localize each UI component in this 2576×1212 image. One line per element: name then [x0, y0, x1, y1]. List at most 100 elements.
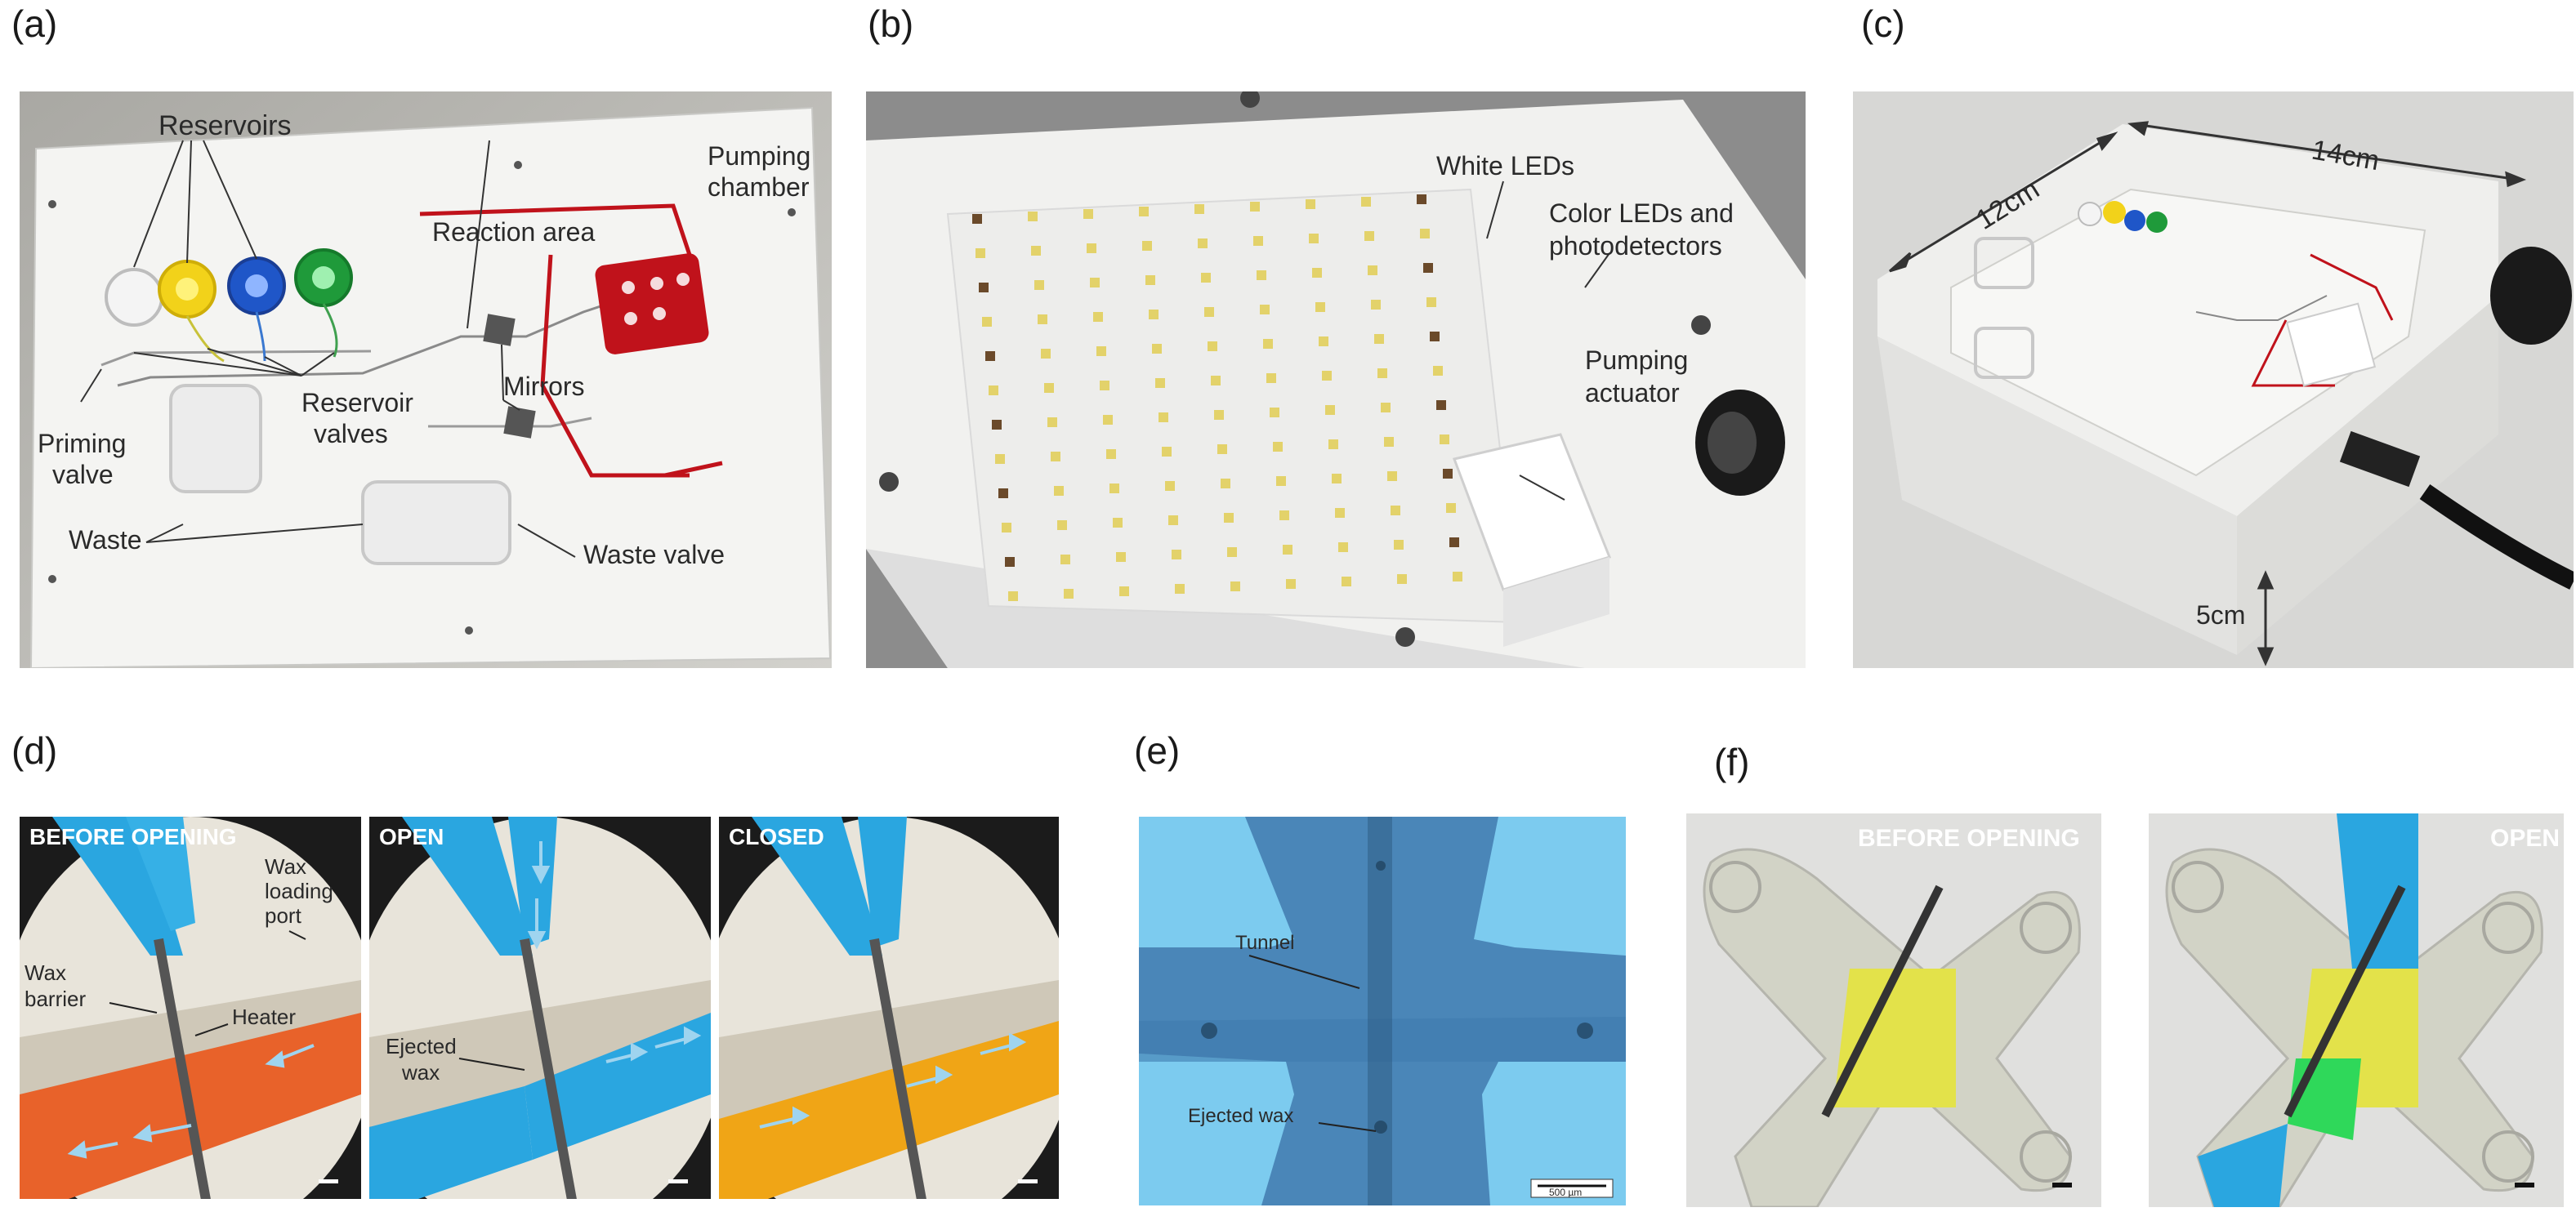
panel-label-a: (a) [11, 2, 58, 45]
frame-title-before-opening: BEFORE OPENING [29, 824, 237, 849]
led [1224, 513, 1234, 523]
led [1201, 273, 1211, 283]
label-wax-barrier-1: Wax [25, 960, 66, 985]
led [1250, 202, 1260, 212]
label-reservoir-valves-1: Reservoir [301, 388, 413, 417]
led [1420, 229, 1430, 238]
photo-microfluidic-chip: Reservoirs Reaction area Pumping chamber… [20, 91, 832, 668]
photo-device-box: 12cm 14cm 5cm [1853, 91, 2574, 668]
led [1145, 275, 1155, 285]
led [1257, 270, 1266, 280]
panel-label-d: (d) [11, 729, 58, 772]
led [1083, 209, 1093, 219]
led [1279, 510, 1289, 520]
led [1087, 243, 1096, 253]
label-ejected-wax-2: wax [401, 1060, 440, 1085]
led [1139, 207, 1149, 216]
led [1306, 199, 1315, 209]
led [1384, 437, 1394, 447]
led [1051, 452, 1060, 461]
led [1214, 410, 1224, 420]
led-grid [972, 194, 1462, 601]
led [1449, 537, 1459, 547]
led [1008, 591, 1018, 601]
led [1315, 302, 1325, 312]
led [1031, 246, 1041, 256]
photo-valve-closed: CLOSED [719, 817, 1059, 1199]
led [1260, 305, 1270, 314]
led [1119, 586, 1129, 596]
label-dim-5cm: 5cm [2196, 600, 2245, 630]
led [1211, 376, 1221, 385]
frame-title-closed: CLOSED [729, 824, 824, 849]
label-waste: Waste [69, 525, 142, 555]
label-white-leds: White LEDs [1436, 151, 1574, 180]
frame-title-f-before: BEFORE OPENING [1858, 825, 2080, 852]
led [1397, 574, 1407, 584]
frame-title-open: OPEN [379, 824, 444, 849]
label-reservoirs: Reservoirs [158, 110, 291, 141]
box-front-c [1877, 336, 2237, 655]
led [1002, 523, 1011, 532]
label-wax-barrier-2: barrier [25, 987, 86, 1011]
label-ejected-wax-e: Ejected wax [1188, 1105, 1293, 1127]
led [1159, 412, 1168, 422]
panel-label-b: (b) [868, 2, 914, 45]
led [1103, 415, 1113, 425]
led [1041, 349, 1051, 359]
led [1168, 515, 1178, 525]
panel-label-f: (f) [1714, 741, 1750, 783]
chip-board [29, 106, 832, 668]
led [1155, 378, 1165, 388]
led [1433, 366, 1443, 376]
led [989, 385, 998, 395]
led [1217, 444, 1227, 454]
label-color-leds-2: photodetectors [1549, 231, 1722, 261]
led [1286, 579, 1296, 589]
scale-bar-label: 500 µm [1549, 1187, 1582, 1198]
label-priming-valve-1: Priming [38, 429, 126, 458]
led [1230, 581, 1240, 591]
led [1371, 300, 1381, 310]
led [1364, 231, 1374, 241]
led [1270, 408, 1279, 417]
frame-title-f-open: OPEN [2490, 825, 2560, 852]
led [1090, 278, 1100, 287]
led [1446, 503, 1456, 513]
led [1162, 447, 1172, 457]
label-ejected-wax-1: Ejected [386, 1034, 457, 1058]
led [1044, 383, 1054, 393]
led [1436, 400, 1446, 410]
led [1152, 344, 1162, 354]
led [1322, 371, 1332, 381]
led [1440, 434, 1449, 444]
led [1361, 197, 1371, 207]
led [1047, 417, 1057, 427]
led [1374, 334, 1384, 344]
led [1175, 584, 1185, 594]
led [1394, 540, 1404, 550]
led [998, 488, 1008, 498]
panel-label-c: (c) [1861, 2, 1905, 45]
label-pumping-actuator-1: Pumping [1585, 345, 1688, 375]
label-tunnel: Tunnel [1235, 932, 1295, 954]
led [1391, 506, 1400, 515]
led [1227, 547, 1237, 557]
led [1054, 486, 1064, 496]
led [1142, 241, 1152, 251]
led [1198, 238, 1208, 248]
led [1273, 442, 1283, 452]
photo-chip-open: OPEN [2149, 813, 2564, 1207]
led [1312, 268, 1322, 278]
led [1100, 381, 1109, 390]
led [1423, 263, 1433, 273]
label-wax-loading-2: loading [265, 879, 333, 903]
led [1319, 336, 1328, 346]
led [1149, 310, 1159, 319]
led [1038, 314, 1047, 324]
photo-valve-before-opening: BEFORE OPENING Wax loading port Wax barr… [20, 817, 361, 1199]
led [985, 351, 995, 361]
led [1106, 449, 1116, 459]
photo-led-board: White LEDs Color LEDs and photodetectors… [866, 91, 1806, 668]
led [982, 317, 992, 327]
